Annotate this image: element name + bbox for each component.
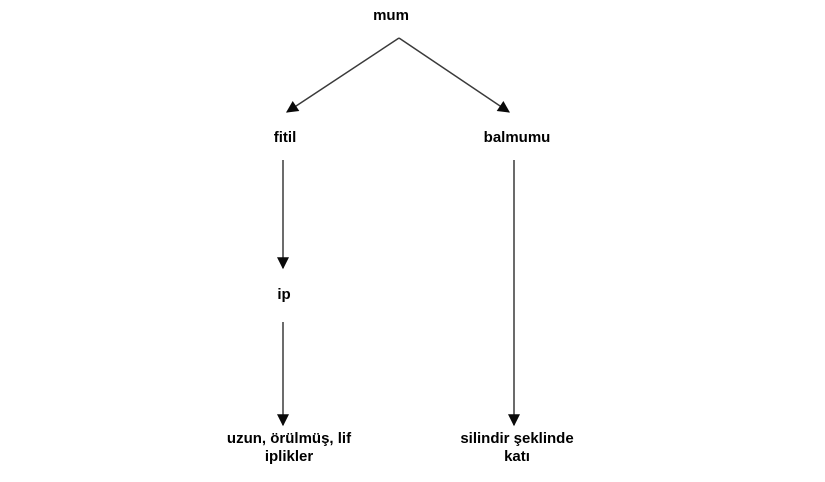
node-uzun-orulmus-lif-iplikler: uzun, örülmüş, lif iplikler bbox=[226, 430, 352, 465]
node-ip: ip bbox=[277, 286, 291, 303]
node-fitil: fitil bbox=[273, 129, 297, 146]
node-silindir-seklinde-kati: silindir şeklinde katı bbox=[460, 430, 574, 465]
node-balmumu: balmumu bbox=[483, 129, 551, 146]
node-mum: mum bbox=[373, 7, 409, 24]
edge-mum-fitil bbox=[285, 37, 400, 113]
edge-mum-balmumu bbox=[398, 37, 510, 113]
